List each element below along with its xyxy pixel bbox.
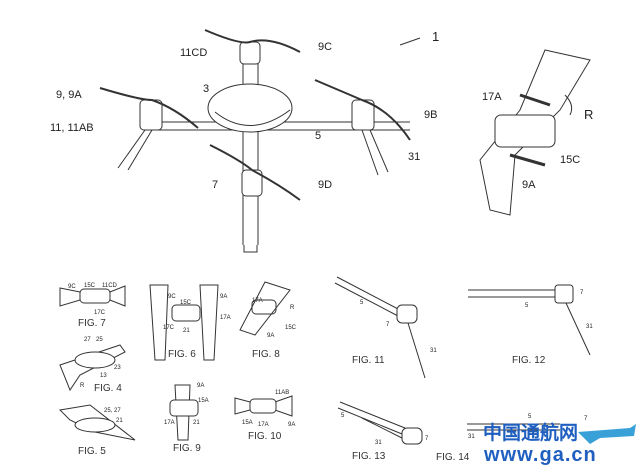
blade-detail-figure xyxy=(479,49,591,216)
ref-r: R xyxy=(584,107,594,122)
motor xyxy=(239,41,261,65)
ref: R xyxy=(80,383,85,389)
ref-5: 5 xyxy=(315,130,322,142)
ref-11cd: 11CD xyxy=(180,47,208,59)
plane-logo-icon xyxy=(578,424,636,444)
ref: 11CD xyxy=(102,283,117,289)
ref: 13 xyxy=(100,373,107,379)
caption: FIG. 6 xyxy=(168,349,196,360)
ref-9a: 9A xyxy=(522,179,536,191)
ref: 17A xyxy=(252,298,263,304)
ref: R xyxy=(290,305,295,311)
ref: 7 xyxy=(425,436,429,442)
ref-7: 7 xyxy=(212,179,219,191)
watermark-url: www.ga.cn xyxy=(484,444,597,465)
ref: 9A xyxy=(197,383,205,389)
ref: 9A xyxy=(220,294,228,300)
ref: 17A xyxy=(164,420,175,426)
ref: 17A xyxy=(220,315,231,321)
caption: FIG. 5 xyxy=(78,446,106,457)
ref: 17C xyxy=(94,310,106,316)
ref: 7 xyxy=(386,322,390,328)
ref: 17C xyxy=(163,325,175,331)
caption: FIG. 12 xyxy=(512,355,546,366)
ref: 21 xyxy=(116,418,123,424)
ref: 27 xyxy=(84,337,91,343)
ref: 15C xyxy=(180,300,192,306)
caption: FIG. 8 xyxy=(252,349,280,360)
caption: FIG. 13 xyxy=(352,451,386,462)
propeller xyxy=(99,87,199,129)
ref-31: 31 xyxy=(408,151,421,163)
ref: 25 xyxy=(96,337,103,343)
propeller xyxy=(314,79,411,141)
propeller xyxy=(204,29,301,53)
ref: 15C xyxy=(285,325,297,331)
caption: FIG. 9 xyxy=(173,443,201,454)
body-hub xyxy=(207,83,293,133)
ref: 9A xyxy=(267,333,275,339)
caption: FIG. 10 xyxy=(248,431,282,442)
ref: 15A xyxy=(198,398,209,404)
ref: 9A xyxy=(288,422,296,428)
ref: 31 xyxy=(430,348,437,354)
drone-main-figure xyxy=(99,29,421,253)
landing-legs xyxy=(117,129,389,176)
ref-11-11ab: 11, 11AB xyxy=(50,122,94,134)
ref-1: 1 xyxy=(432,29,440,44)
caption: FIG. 7 xyxy=(78,318,106,329)
ref-9-9a: 9, 9A xyxy=(56,89,82,101)
watermark-site-name: 中国通航网 xyxy=(483,423,579,444)
ref-17a: 17A xyxy=(482,91,502,103)
ref: 15C xyxy=(84,283,96,289)
ref-9c: 9C xyxy=(318,41,333,53)
caption: FIG. 14 xyxy=(436,452,470,463)
ref: 31 xyxy=(375,440,382,446)
motor xyxy=(139,99,163,131)
caption: FIG. 4 xyxy=(94,383,122,394)
ref: 5 xyxy=(360,300,364,306)
ref: 5 xyxy=(341,413,345,419)
ref: 21 xyxy=(183,328,190,334)
caption: FIG. 11 xyxy=(352,355,385,366)
ref-9d: 9D xyxy=(318,179,333,191)
ref: 7 xyxy=(584,416,588,422)
ref: 7 xyxy=(580,290,584,296)
ref-3: 3 xyxy=(203,83,210,95)
ref: 25, 27 xyxy=(104,408,121,414)
propeller xyxy=(209,144,301,201)
ref: 23 xyxy=(114,365,121,371)
ref: 11AB xyxy=(275,390,290,396)
ref: 17A xyxy=(258,422,269,428)
ref: 9C xyxy=(168,294,176,300)
ref: 5 xyxy=(525,303,529,309)
ref: 21 xyxy=(193,420,200,426)
ref: 9C xyxy=(68,284,76,290)
ref: 15A xyxy=(242,420,253,426)
ref: 31 xyxy=(586,324,593,330)
ref: 5 xyxy=(528,414,532,420)
small-figures xyxy=(58,276,591,445)
ref-15c: 15C xyxy=(560,154,581,166)
ref: 31 xyxy=(468,434,475,440)
ref-9b: 9B xyxy=(424,109,438,121)
